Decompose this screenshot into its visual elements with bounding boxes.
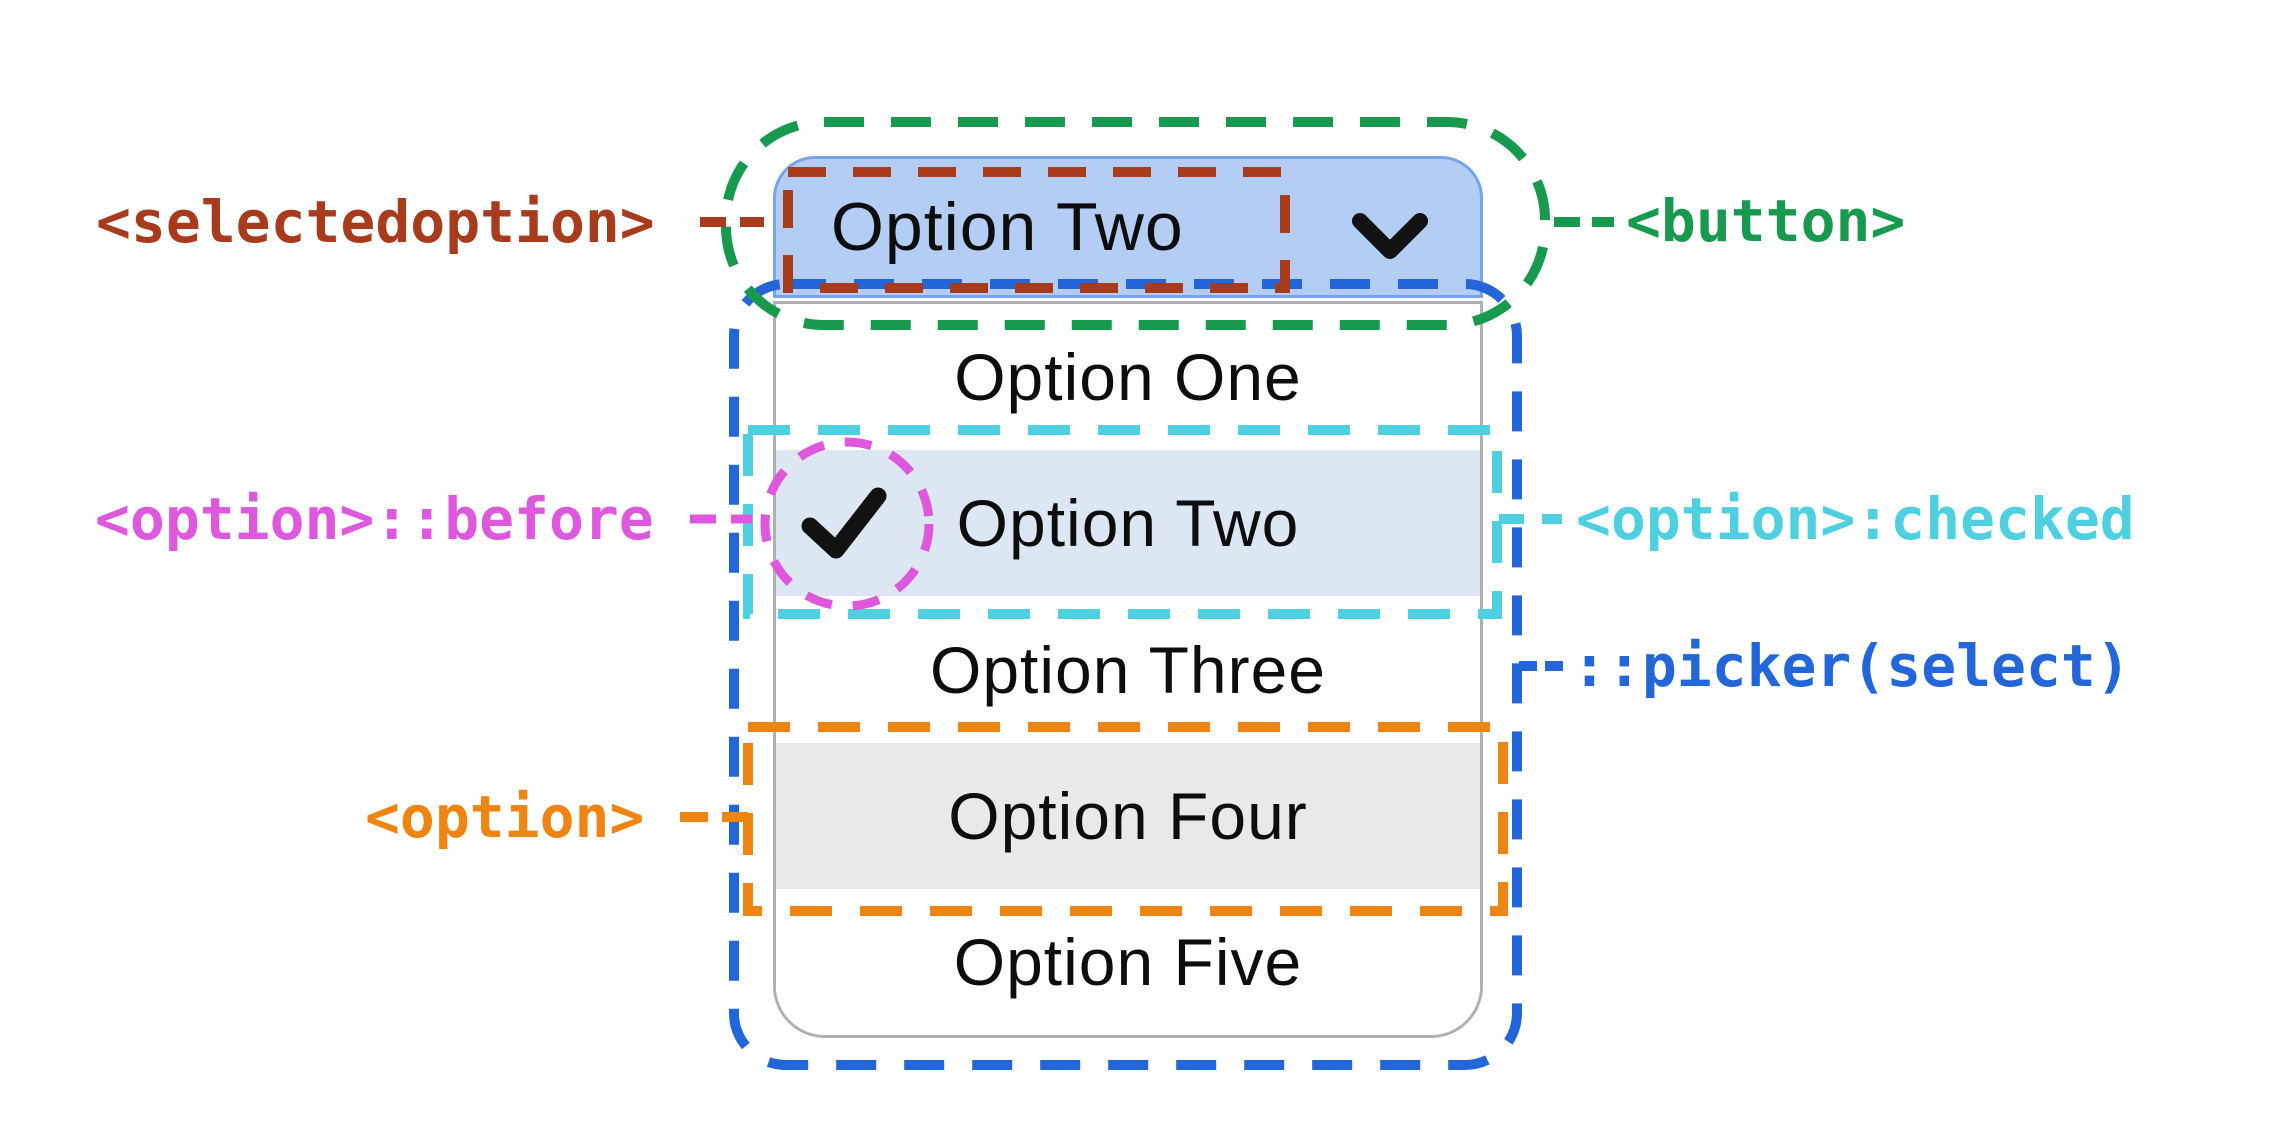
custom-select-button[interactable]: Option Two — [773, 156, 1483, 298]
option-row[interactable]: Option Three — [776, 596, 1480, 743]
option-row[interactable]: Option Five — [776, 888, 1480, 1035]
option-row[interactable]: Option One — [776, 304, 1480, 451]
checkmark-icon — [801, 487, 887, 559]
option-checked-annotation-label: <option>:checked — [1576, 485, 2135, 553]
button-annotation-label: <button> — [1626, 187, 1906, 255]
option-label: Option Two — [956, 486, 1300, 561]
option-row-checked[interactable]: Option Two — [776, 450, 1480, 597]
select-picker-dropdown: Option One Option Two Option Three Optio… — [773, 301, 1483, 1038]
option-row-hovered[interactable]: Option Four — [776, 742, 1480, 889]
option-before-annotation-label: <option>::before — [95, 485, 654, 553]
chevron-down-icon — [1352, 213, 1428, 259]
picker-annotation-label: ::picker(select) — [1572, 632, 2131, 700]
selectedoption-annotation-label: <selectedoption> — [96, 188, 655, 256]
option-annotation-label: <option> — [365, 783, 645, 851]
selected-option-label: Option Two — [831, 189, 1184, 265]
